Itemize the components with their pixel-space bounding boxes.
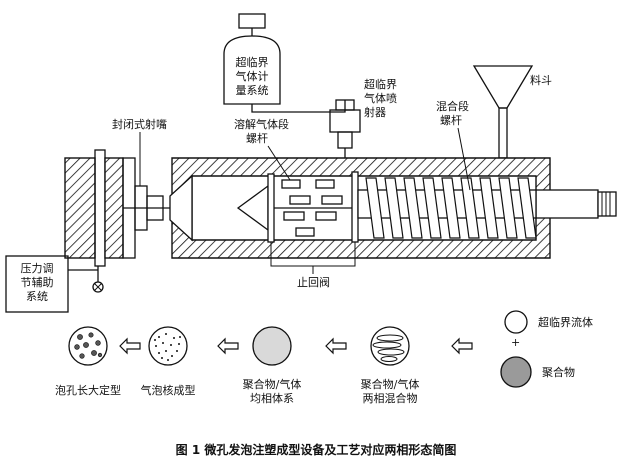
fixed-platen <box>64 157 96 259</box>
mixing-screw <box>357 177 537 239</box>
moving-platen <box>104 157 124 259</box>
foam-cell <box>88 332 94 338</box>
pressure-label-line-1: 压力调 <box>21 262 54 275</box>
foam-cell <box>91 350 97 356</box>
morphology-legend: 超临界流体 + 聚合物 <box>500 310 593 388</box>
foam-cell <box>77 334 83 340</box>
two-phase-label-line-2: 两相混合物 <box>363 391 418 405</box>
nucleation-label: 气泡核成型 <box>141 383 196 397</box>
drive-coupling <box>597 191 617 217</box>
screw-flight <box>441 177 461 239</box>
foam-cell <box>74 344 80 350</box>
screw-flight <box>422 177 442 239</box>
two-phase-mixture: 聚合物/气体 两相混合物 <box>361 326 420 405</box>
homogeneous-label-line-2: 均相体系 <box>250 391 294 405</box>
supercritical-fluid-label: 超临界流体 <box>538 315 593 329</box>
screw-shaft <box>535 189 599 219</box>
plus-sign: + <box>511 336 520 349</box>
mixing-screw-label-line-2: 螺杆 <box>440 113 462 127</box>
gas-pipe <box>251 100 346 113</box>
check-valve-label: 止回阀 <box>297 275 330 289</box>
nucleus-dot <box>165 350 167 352</box>
homogeneous-label-line-1: 聚合物/气体 <box>243 377 302 391</box>
screw-flight <box>517 177 537 239</box>
dissolving-screw-label-line-1: 溶解气体段 <box>234 117 289 131</box>
nucleus-dot <box>173 337 175 339</box>
two-phase-label-line-1: 聚合物/气体 <box>361 377 420 391</box>
process-arrows <box>119 337 473 355</box>
hopper: 料斗 <box>472 65 552 159</box>
nucleus-dot <box>165 333 167 335</box>
process-arrow-icon <box>119 337 141 355</box>
process-arrow-icon <box>325 337 347 355</box>
mixing-screw-leader <box>457 127 471 191</box>
nucleus-dot <box>179 336 181 338</box>
injector-label-line-1: 超临界 <box>364 77 397 91</box>
nucleus-dot <box>158 352 160 354</box>
injector-label-line-3: 射器 <box>364 105 386 119</box>
figure-caption: 图 1 微孔发泡注塑成型设备及工艺对应两相形态简图 <box>176 442 457 457</box>
screw-tip <box>236 184 269 232</box>
nucleus-dot <box>176 350 178 352</box>
nucleus-dot <box>171 355 173 357</box>
mold-assembly <box>64 149 170 293</box>
foam-cell <box>79 353 85 359</box>
foam-cell <box>95 340 101 346</box>
dissolving-screw <box>274 179 352 237</box>
tank-label-line-1: 超临界 <box>236 55 269 69</box>
dissolving-screw-leader <box>267 145 291 181</box>
barrel <box>169 157 617 259</box>
foam-cell <box>83 342 89 348</box>
supercritical-fluid-icon <box>504 310 528 334</box>
screw-flight <box>403 177 423 239</box>
injector-label-line-2: 气体喷 <box>364 91 397 105</box>
tank-body <box>223 35 281 105</box>
process-arrow-icon <box>451 337 473 355</box>
screw-flight <box>365 177 385 239</box>
pressure-assist-system: 压力调 节辅助 系统 <box>5 255 98 313</box>
nozzle-label: 封闭式射嘴 <box>112 117 167 131</box>
cell-growth: 泡孔长大定型 <box>55 326 121 397</box>
dissolving-screw-label-line-2: 螺杆 <box>246 131 268 145</box>
screw-flight <box>479 177 499 239</box>
nucleus-dot <box>178 343 180 345</box>
nucleus-dot <box>162 342 164 344</box>
check-valve-ring-1 <box>267 173 275 243</box>
bubble-nucleation: 气泡核成型 <box>141 326 196 397</box>
foam-cell <box>97 352 103 358</box>
tank-label-line-2: 气体计 <box>236 69 269 83</box>
screw-flight <box>498 177 518 239</box>
gas-metering-tank: 超临界 气体计 量系统 <box>223 13 281 105</box>
tank-label-line-3: 量系统 <box>236 84 269 97</box>
polymer-icon <box>500 356 532 388</box>
nucleus-dot <box>155 345 157 347</box>
screw-flight <box>384 177 404 239</box>
gas-injector: 超临界 气体喷 射器 <box>329 77 397 162</box>
pressure-label-line-3: 系统 <box>26 290 48 303</box>
homogeneous-system: 聚合物/气体 均相体系 <box>243 326 302 405</box>
check-valve-ring-2 <box>351 171 359 243</box>
nucleus-dot <box>170 344 172 346</box>
pressure-label-line-2: 节辅助 <box>21 275 54 289</box>
nucleus-dot <box>158 336 160 338</box>
nucleus-dot <box>167 359 169 361</box>
growth-label: 泡孔长大定型 <box>55 383 121 397</box>
hopper-label: 料斗 <box>530 73 552 87</box>
mixing-screw-label-line-1: 混合段 <box>436 99 469 113</box>
pressure-valve-icon <box>92 281 104 293</box>
nucleus-dot <box>161 357 163 359</box>
tank-valve-handle <box>238 13 266 29</box>
polymer-label: 聚合物 <box>542 365 575 379</box>
nucleus-dot <box>154 339 156 341</box>
process-arrow-icon <box>217 337 239 355</box>
